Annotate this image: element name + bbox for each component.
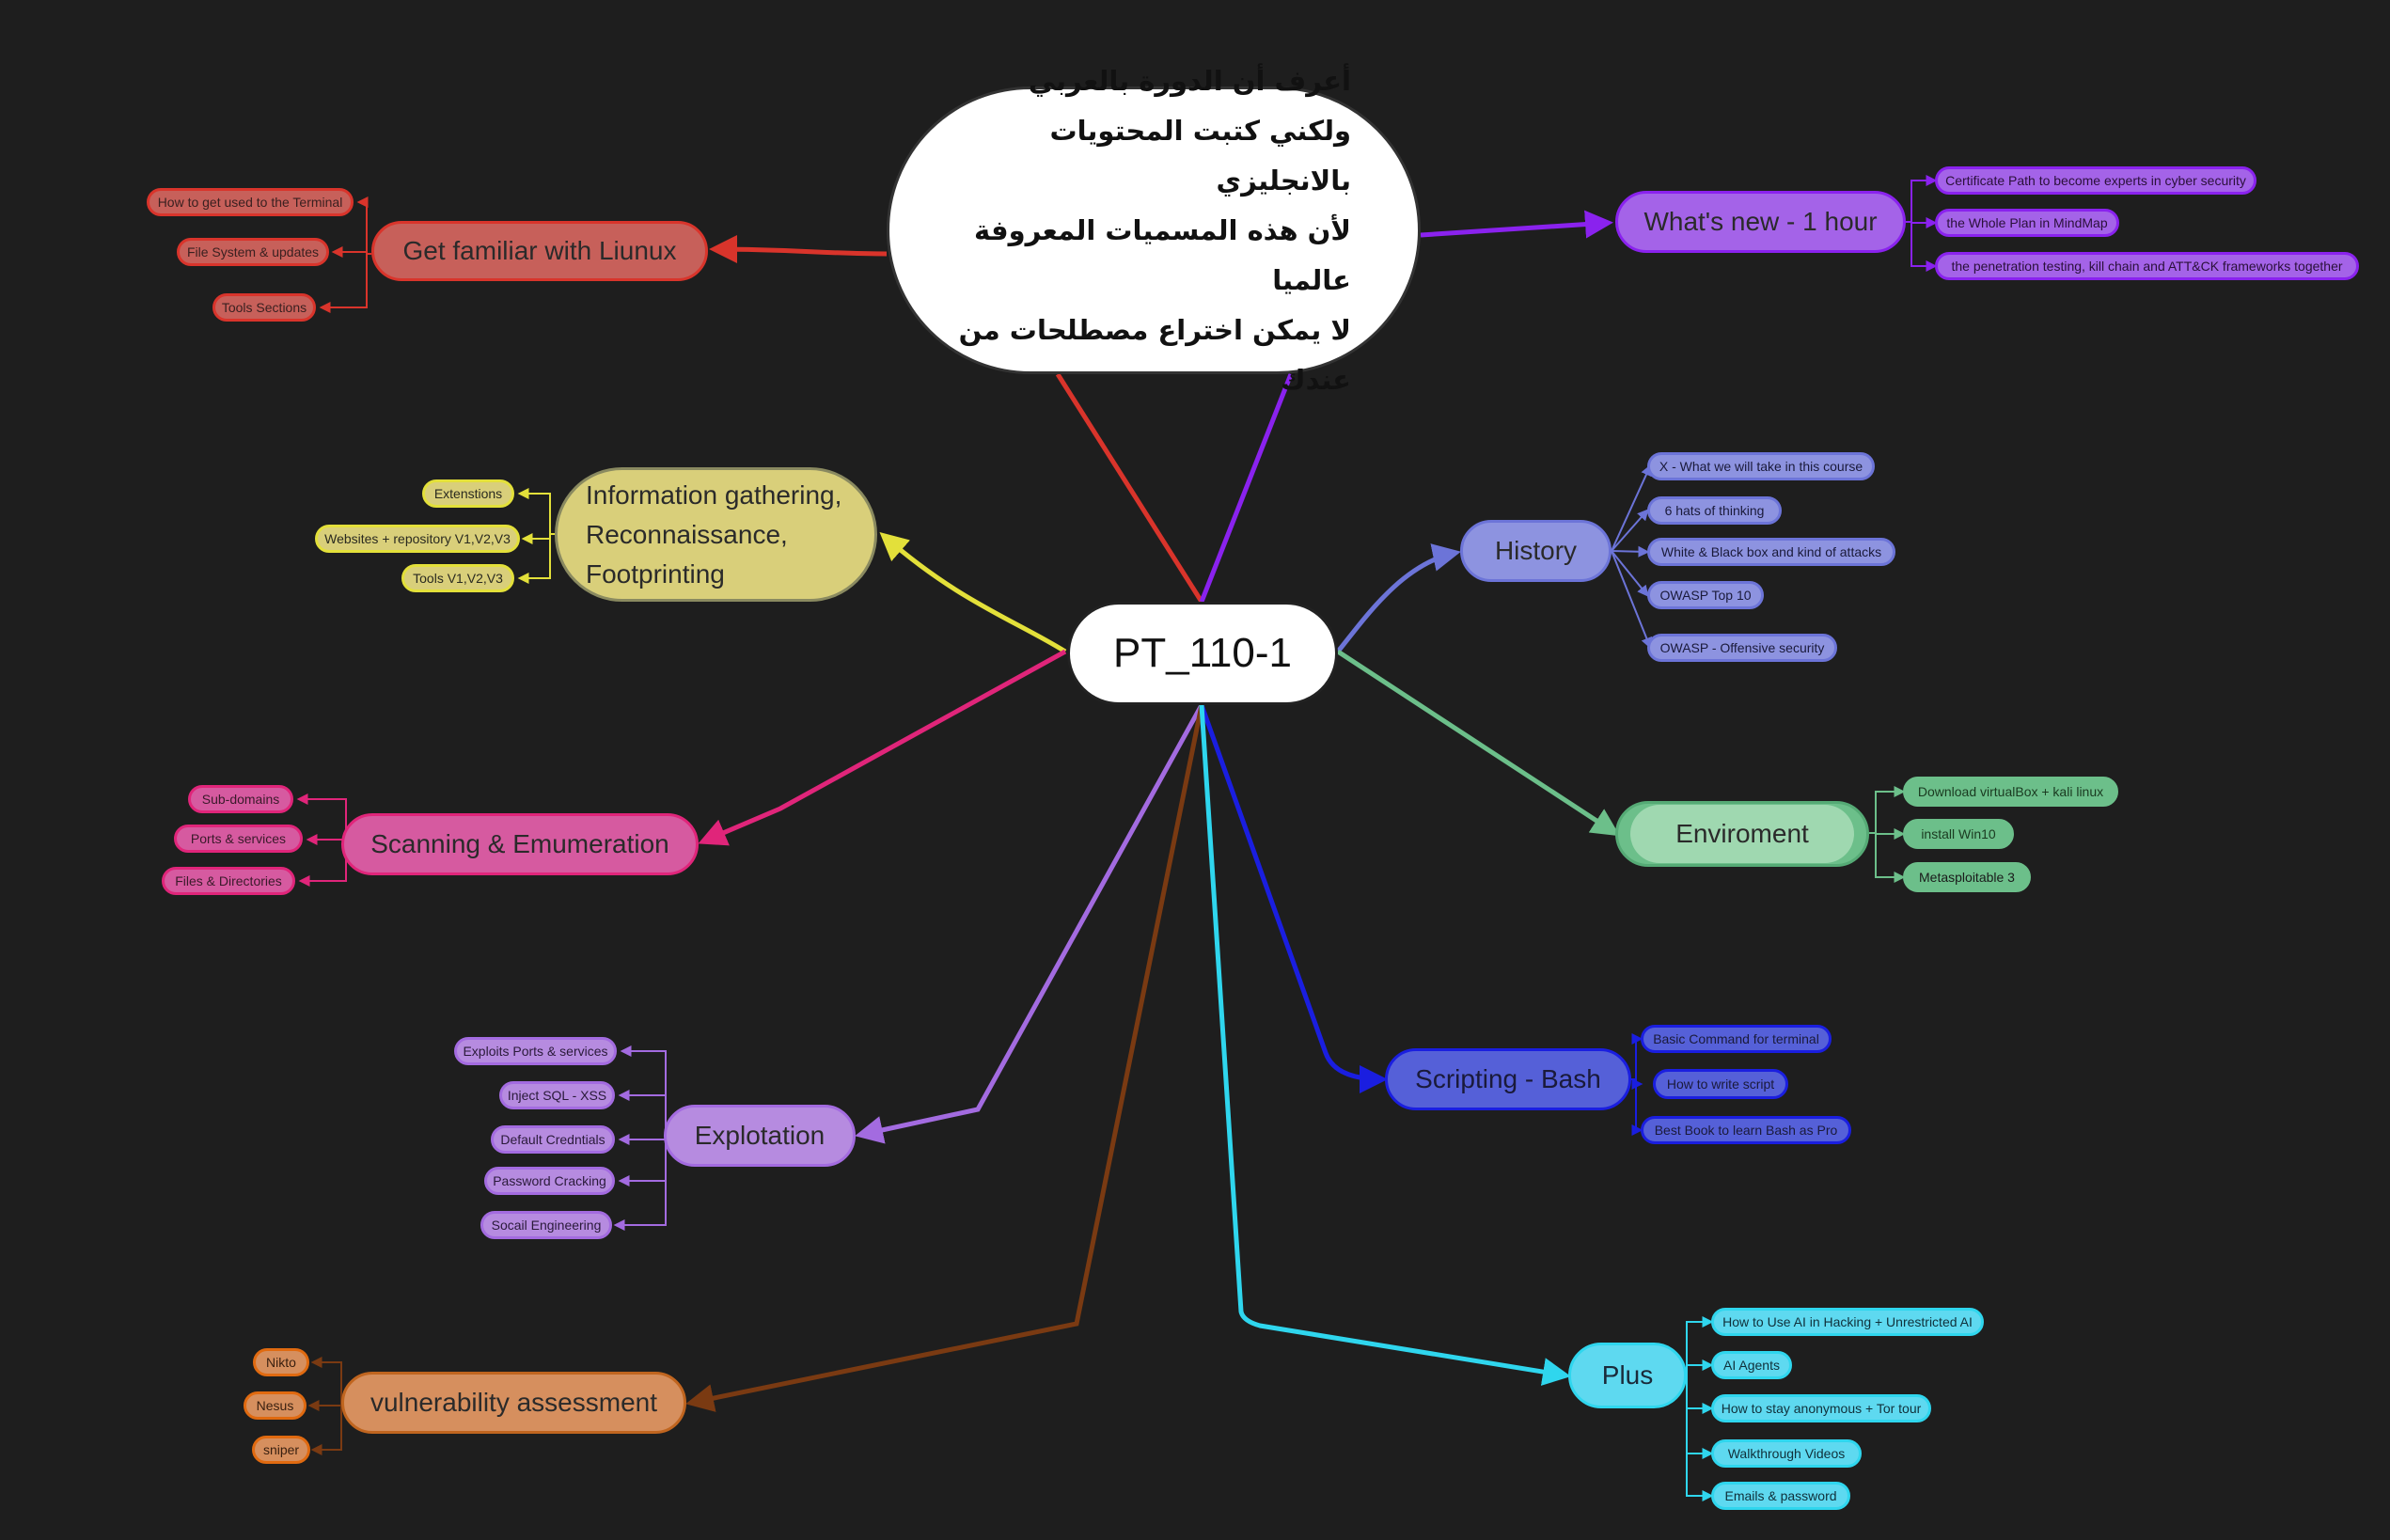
leaf-plus-walkthrough[interactable]: Walkthrough Videos (1711, 1439, 1862, 1468)
branch-scanning-label: Scanning & Emumeration (370, 829, 669, 858)
leaf-env-virtualbox[interactable]: Download virtualBox + kali linux (1903, 777, 2118, 807)
leaf-history-hats[interactable]: 6 hats of thinking (1647, 496, 1782, 525)
note-line: أعرف أن الدورة بالعربي (1028, 64, 1351, 97)
branch-scripting-label: Scripting - Bash (1415, 1064, 1601, 1093)
central-topic-label: PT_110-1 (1113, 630, 1292, 676)
info-label-line: Footprinting (586, 558, 725, 589)
leaf-scanning-ports[interactable]: Ports & services (174, 825, 303, 853)
link-info (879, 532, 1067, 654)
leaf-linux-filesystem[interactable]: File System & updates (177, 238, 329, 266)
branch-history-label: History (1494, 536, 1578, 565)
leaf-whatsnew-plan[interactable]: the Whole Plan in MindMap (1935, 209, 2119, 237)
leaf-linux-terminal[interactable]: How to get used to the Terminal (147, 188, 354, 216)
info-label-line: Reconnaissance, (586, 519, 788, 549)
leaf-whatsnew-certificate[interactable]: Certificate Path to become experts in cy… (1935, 166, 2256, 195)
leaf-whatsnew-frameworks[interactable]: the penetration testing, kill chain and … (1935, 252, 2359, 280)
link-history (1336, 543, 1461, 653)
branch-environment-label: Enviroment (1675, 819, 1809, 848)
arabic-note-node[interactable]: أعرف أن الدورة بالعربي ولكني كتبت المحتو… (887, 65, 1421, 396)
leaf-plus-anonymous[interactable]: How to stay anonymous + Tor tour (1711, 1394, 1931, 1422)
leaf-info-extensions[interactable]: Extenstions (422, 479, 514, 508)
link-linux (709, 235, 888, 264)
branch-plus[interactable]: Plus (1568, 1343, 1687, 1408)
note-line: لأن هذه المسميات المعروفة عالميا (974, 213, 1351, 296)
leaf-exploit-social[interactable]: Socail Engineering (480, 1211, 612, 1239)
central-topic-node[interactable]: PT_110-1 (1067, 602, 1338, 705)
branch-plus-label: Plus (1601, 1360, 1654, 1390)
branch-vulnerability[interactable]: vulnerability assessment (341, 1372, 686, 1434)
link-exploitation (855, 703, 1204, 1144)
leaf-scanning-files[interactable]: Files & Directories (162, 867, 295, 895)
leaf-env-win10[interactable]: install Win10 (1903, 819, 2014, 849)
leaf-scanning-subdomains[interactable]: Sub-domains (188, 785, 293, 813)
branch-scanning[interactable]: Scanning & Emumeration (341, 813, 699, 875)
link-env (1336, 649, 1621, 837)
leaf-history-boxes[interactable]: White & Black box and kind of attacks (1647, 538, 1895, 566)
leaf-exploit-credentials[interactable]: Default Credntials (491, 1125, 615, 1154)
branch-scripting-bash[interactable]: Scripting - Bash (1385, 1048, 1631, 1110)
leaf-history-course[interactable]: X - What we will take in this course (1647, 452, 1875, 480)
leaf-env-metasploitable[interactable]: Metasploitable 3 (1903, 862, 2031, 892)
leaf-plus-ai-hacking[interactable]: How to Use AI in Hacking + Unrestricted … (1711, 1308, 1984, 1336)
leaf-exploit-ports[interactable]: Exploits Ports & services (454, 1037, 617, 1065)
link-scripting (1199, 704, 1388, 1093)
leaf-vuln-nesus[interactable]: Nesus (244, 1391, 307, 1420)
note-line: ولكني كتبت المحتويات بالانجليزي (1049, 114, 1351, 196)
leaf-history-owasp-offensive[interactable]: OWASP - Offensive security (1647, 634, 1837, 662)
link-center-note-red (1055, 372, 1204, 604)
branch-exploitation-label: Explotation (694, 1121, 825, 1150)
leaf-vuln-nikto[interactable]: Nikto (253, 1348, 309, 1376)
link-scanning (698, 649, 1067, 846)
leaf-info-websites[interactable]: Websites + repository V1,V2,V3 (315, 525, 520, 553)
leaf-history-owasp-top10[interactable]: OWASP Top 10 (1647, 581, 1764, 609)
leaf-exploit-password[interactable]: Password Cracking (484, 1167, 615, 1195)
leaf-script-write[interactable]: How to write script (1653, 1069, 1788, 1099)
leaf-script-basic[interactable]: Basic Command for terminal (1641, 1025, 1832, 1053)
info-label-line: Information gathering, (586, 479, 842, 510)
branch-whats-new-label: What's new - 1 hour (1643, 207, 1878, 236)
branch-history[interactable]: History (1460, 520, 1612, 582)
link-whatsnew (1420, 210, 1613, 239)
leaf-script-book[interactable]: Best Book to learn Bash as Pro (1641, 1116, 1851, 1144)
leaf-info-tools[interactable]: Tools V1,V2,V3 (401, 564, 514, 592)
branch-linux[interactable]: Get familiar with Liunux (371, 221, 708, 281)
note-line: لا يمكن اختراع مصطلحات من عندك (958, 313, 1351, 396)
link-plus (1199, 704, 1571, 1386)
branch-info-gathering[interactable]: Information gathering, Reconnaissance, F… (555, 467, 877, 602)
leaf-plus-ai-agents[interactable]: AI Agents (1711, 1351, 1792, 1379)
leaf-vuln-sniper[interactable]: sniper (252, 1436, 310, 1464)
leaf-plus-emails[interactable]: Emails & password (1711, 1482, 1850, 1510)
link-vuln (685, 704, 1204, 1412)
leaf-linux-tools[interactable]: Tools Sections (212, 293, 316, 322)
environment-highlight: Enviroment (1630, 805, 1854, 863)
branch-whats-new[interactable]: What's new - 1 hour (1615, 191, 1906, 253)
branch-environment[interactable]: Enviroment (1615, 801, 1869, 867)
leaf-exploit-sql[interactable]: Inject SQL - XSS (499, 1081, 615, 1109)
link-center-note-purple (1199, 373, 1294, 603)
branch-linux-label: Get familiar with Liunux (402, 236, 677, 265)
branch-exploitation[interactable]: Explotation (664, 1105, 856, 1167)
branch-vulnerability-label: vulnerability assessment (370, 1388, 658, 1417)
